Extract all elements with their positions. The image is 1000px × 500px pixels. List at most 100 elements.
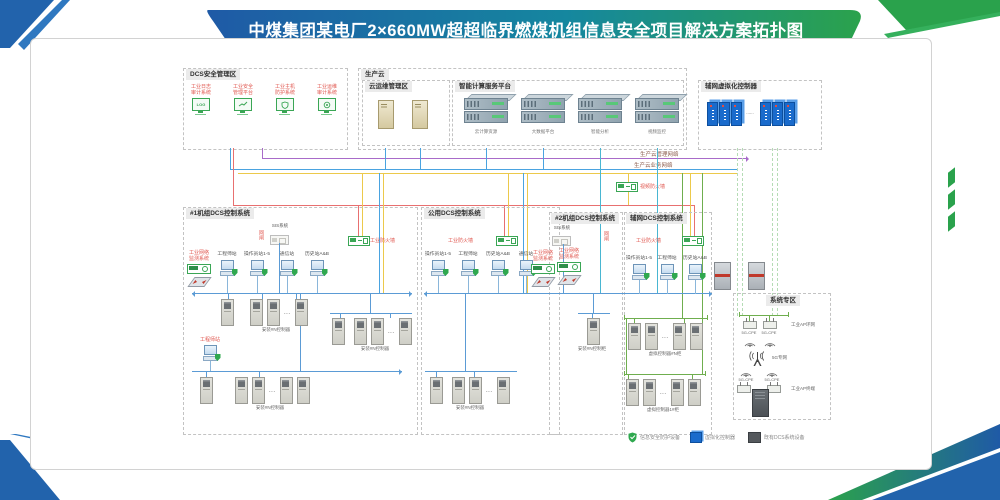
arrow-icon	[421, 290, 427, 297]
cloud-biz-bus	[230, 169, 737, 170]
workstation-icon	[460, 260, 479, 276]
cabinet-icon	[279, 377, 293, 404]
arrow-icon	[709, 290, 715, 297]
virtual-controller-icon	[719, 102, 730, 126]
unit2-sub-bus	[578, 313, 610, 314]
cabinet-group	[587, 318, 600, 345]
common-lower-bus	[425, 371, 517, 372]
legend-item-dcs-device: 既有DCS系统设备	[748, 432, 805, 443]
wireless-ap-icon	[763, 318, 777, 329]
aux-virtualization-zone	[698, 80, 822, 150]
station-history: 历史站A&B	[483, 252, 513, 294]
green-dashed-line	[777, 148, 778, 316]
arrow-icon	[399, 368, 405, 375]
connector-line	[628, 192, 629, 205]
connector-line	[436, 371, 437, 377]
legend-label: 虚拟化控制器	[705, 435, 736, 441]
station-history: 历史站A&B	[302, 252, 332, 294]
dcs-item-log-audit: 工业日志 审计系统 LOG	[186, 84, 216, 116]
arrow-icon	[409, 290, 415, 297]
station-comm: 通信站	[272, 252, 302, 294]
workstation-icon	[309, 260, 328, 276]
cabinet-group-label: 安装#N控制柜	[577, 346, 607, 351]
connector-line	[358, 205, 359, 236]
connector-line	[486, 148, 487, 169]
station-operator: 操作员站1-5	[242, 252, 272, 294]
workstation-icon	[249, 260, 268, 276]
cloud-server-rack-icon	[521, 98, 565, 124]
cabinet-icon	[200, 377, 213, 404]
shield-icon	[502, 269, 509, 276]
unit2-dcs-title: #2机组DCS控制系统	[551, 213, 619, 224]
unit1-lower-bus	[192, 371, 402, 373]
cabinet-icon	[235, 377, 248, 404]
log-monitor-icon: LOG	[192, 98, 210, 116]
cabinet-icon	[354, 318, 367, 345]
connector-line	[684, 318, 685, 323]
cabinet-icon	[430, 377, 443, 404]
cabinet-icon	[628, 323, 641, 350]
connector-line	[279, 243, 280, 293]
shield-icon	[442, 269, 449, 276]
virtual-controller-icon	[707, 102, 718, 126]
ap-ring-bus	[739, 315, 789, 317]
shield-icon	[261, 269, 268, 276]
firewall-label: 工业防火墙	[636, 238, 662, 244]
connector-line	[769, 315, 770, 321]
dcs-device-icon	[748, 432, 761, 443]
cpe-label: 5G-CPE	[764, 377, 780, 382]
aux-virtualization-title: 辅网虚拟化控制器	[701, 81, 761, 92]
security-tower-icon	[748, 262, 765, 290]
firewall-label: 工业防火墙	[448, 238, 474, 244]
dcs-item-sec-mgmt: 工业安全 管理平台	[228, 84, 258, 116]
bus-tick	[624, 315, 625, 320]
nms-unit2: 工业网络 监测系统	[554, 248, 584, 285]
cabinet-icon	[687, 379, 701, 406]
cabinet-icon	[332, 318, 345, 345]
connector-line	[420, 148, 421, 169]
cabinet-icon	[221, 299, 234, 326]
unit1-bus	[192, 293, 412, 295]
connector-line	[228, 293, 229, 299]
aux-green-bus-bottom	[624, 374, 706, 376]
cabinet-icon	[452, 377, 465, 404]
connector-line	[504, 205, 505, 236]
network-monitor-device-icon	[557, 262, 581, 272]
cabinet-group: ...	[235, 377, 310, 404]
station-operator: 操作员站1-5	[423, 252, 453, 294]
wireless-ap-icon	[737, 382, 751, 393]
page-title: 中煤集团某电厂2×660MW超超临界燃煤机组信息安全项目解决方案拓扑图	[248, 21, 804, 40]
cabinet-group-label: 安装#N控制器	[255, 405, 285, 410]
green-dashed-line	[742, 148, 743, 316]
cabinet-icon	[670, 379, 684, 406]
server-label: 智能分析	[591, 129, 609, 134]
industrial-firewall-icon	[496, 236, 518, 246]
cabinet-group: ...	[628, 323, 703, 350]
connector-line	[379, 173, 380, 293]
cloud-ops-zone	[362, 80, 450, 146]
cabinet-group	[200, 377, 213, 404]
cabinet-group-label: 安装#N控制器	[360, 346, 390, 351]
virtual-controller-icon	[690, 432, 702, 443]
connector-line	[474, 371, 475, 377]
dcs-security-zone	[183, 68, 348, 150]
connector-line	[694, 205, 695, 236]
shield-icon	[671, 273, 678, 280]
cabinet-group	[430, 377, 443, 404]
arrow-icon	[189, 290, 195, 297]
gateway-icon	[552, 236, 571, 246]
common-dcs-zone	[421, 207, 560, 435]
wireless-zone-title: 系统专区	[766, 295, 800, 306]
security-tower-icon	[714, 262, 731, 290]
cloud-server-rack-icon	[464, 98, 508, 124]
connector-line	[385, 148, 386, 169]
connector-line	[390, 313, 391, 318]
connector-line	[259, 371, 260, 377]
station-engineer: 工程师站	[212, 252, 242, 294]
video-firewall-icon	[616, 182, 638, 192]
station-engineer-lower: 工程师站	[195, 337, 225, 371]
cabinet-group	[332, 318, 345, 345]
wireless-ap-icon	[767, 382, 781, 393]
network-monitor-device-icon	[531, 264, 555, 274]
cabinet-group-label: 虚拟控制器#N柜	[648, 351, 682, 356]
